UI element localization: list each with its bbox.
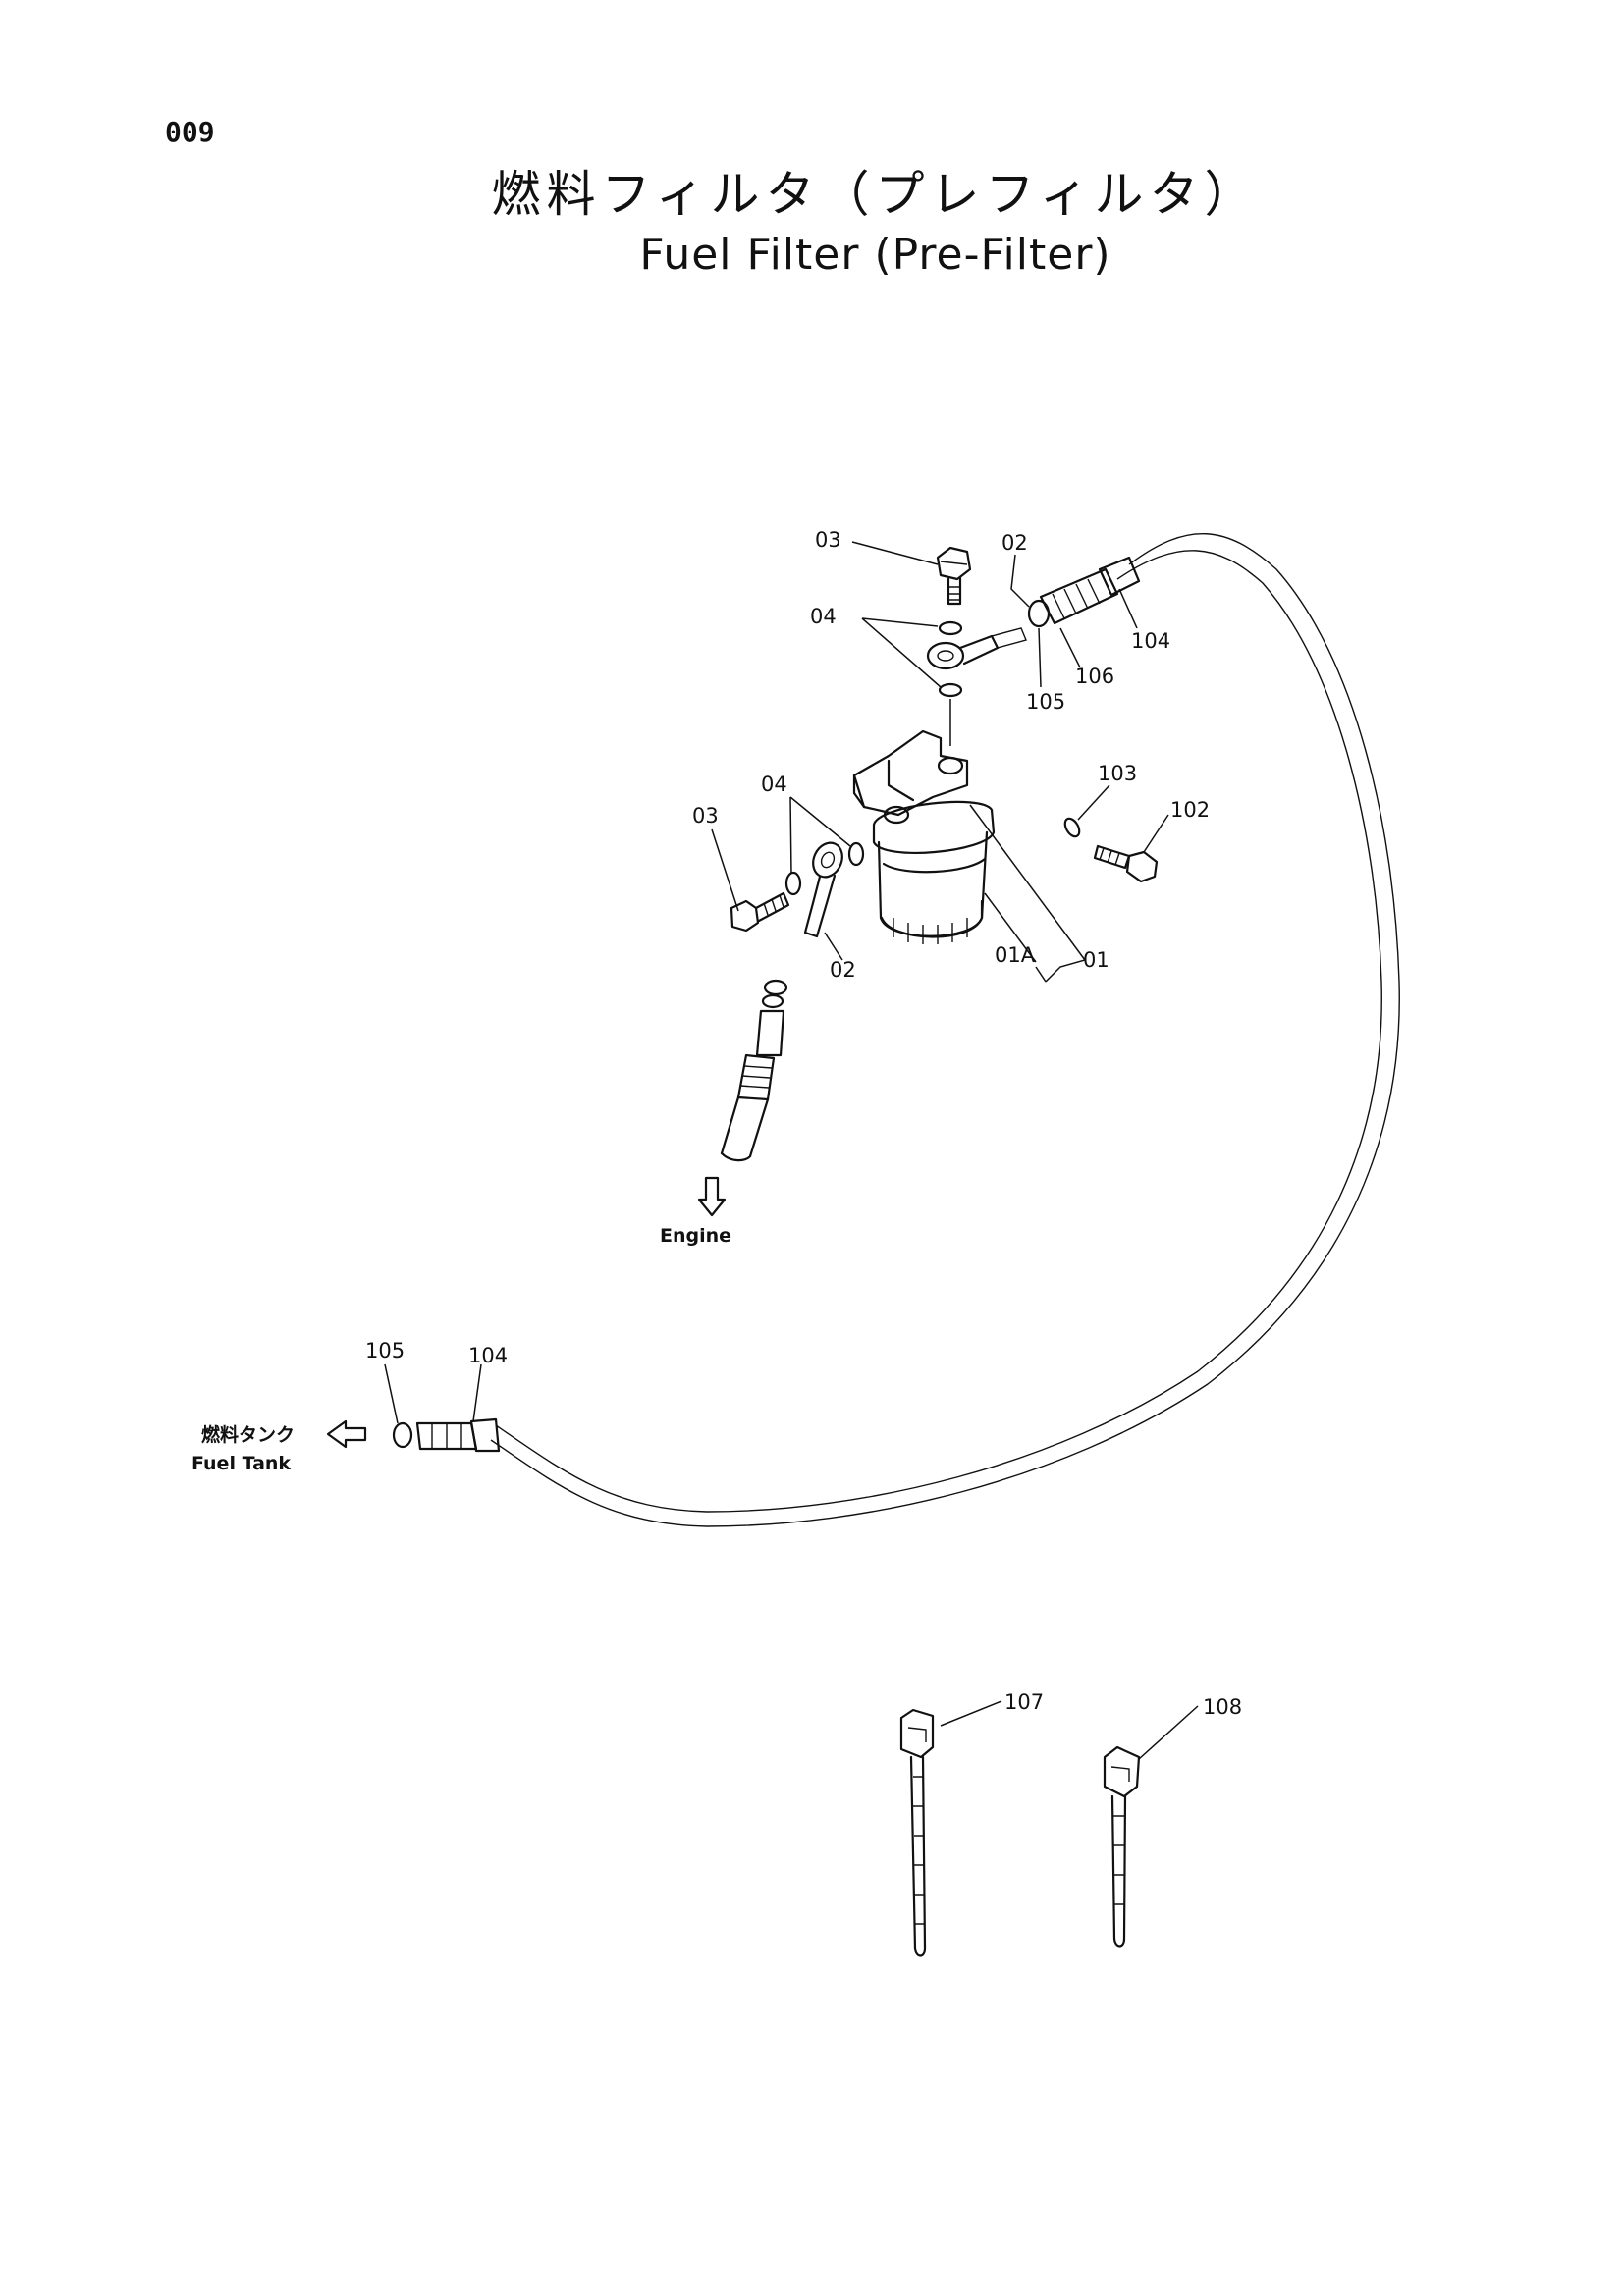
label-bolt-mount: 102 — [1170, 798, 1210, 822]
bolt-top — [936, 546, 972, 606]
hose-end-bottom — [392, 1417, 501, 1453]
washer-mount — [1063, 817, 1081, 838]
title-english: Fuel Filter (Pre-Filter) — [639, 230, 1111, 280]
banjo-elbow-top — [926, 627, 1027, 670]
washer-left-2 — [784, 871, 802, 896]
cable-tie-108 — [1103, 1745, 1141, 1948]
label-bolt-left: 03 — [692, 804, 719, 828]
label-element: 01A — [995, 943, 1036, 967]
label-fuel-tank-en: Fuel Tank — [191, 1453, 291, 1474]
label-filter-assy: 01 — [1083, 948, 1109, 972]
label-washers-top: 04 — [810, 605, 837, 628]
page-title: 燃料フィルタ（プレフィルタ） Fuel Filter (Pre-Filter) — [0, 155, 1623, 280]
label-engine: Engine — [660, 1225, 731, 1247]
hose-to-engine — [697, 979, 788, 1217]
title-japanese: 燃料フィルタ（プレフィルタ） — [491, 166, 1260, 223]
label-washers-left: 04 — [761, 773, 787, 796]
label-elbow-top: 02 — [1001, 531, 1028, 555]
label-bolt-top: 03 — [815, 528, 841, 552]
fuel-filter-assembly — [852, 729, 996, 944]
label-fuel-tank-ja: 燃料タンク — [201, 1423, 295, 1446]
fuel-hose — [490, 533, 1400, 1527]
bolt-left — [730, 891, 790, 933]
fuel-tank-arrow — [326, 1419, 367, 1449]
label-tie-a: 107 — [1004, 1690, 1044, 1714]
label-hose-bottom: 104 — [468, 1344, 508, 1367]
cable-tie-107 — [899, 1708, 935, 1957]
label-hose-top: 104 — [1131, 629, 1170, 653]
leader-lines — [384, 541, 1199, 1760]
banjo-elbow-left — [803, 841, 843, 938]
washer-top-2 — [938, 682, 963, 698]
label-clip-bottom: 105 — [365, 1339, 405, 1362]
label-clip-top: 105 — [1026, 690, 1065, 714]
hose-end-top — [1027, 556, 1141, 628]
washer-top-1 — [938, 620, 963, 636]
label-elbow-left: 02 — [830, 958, 856, 982]
page-number: 009 — [165, 116, 215, 148]
label-washer-mount: 103 — [1098, 762, 1137, 785]
label-tie-b: 108 — [1203, 1695, 1242, 1719]
bolt-mount — [1093, 844, 1159, 883]
washer-left-1 — [847, 841, 865, 867]
label-protector-top: 106 — [1075, 665, 1114, 688]
